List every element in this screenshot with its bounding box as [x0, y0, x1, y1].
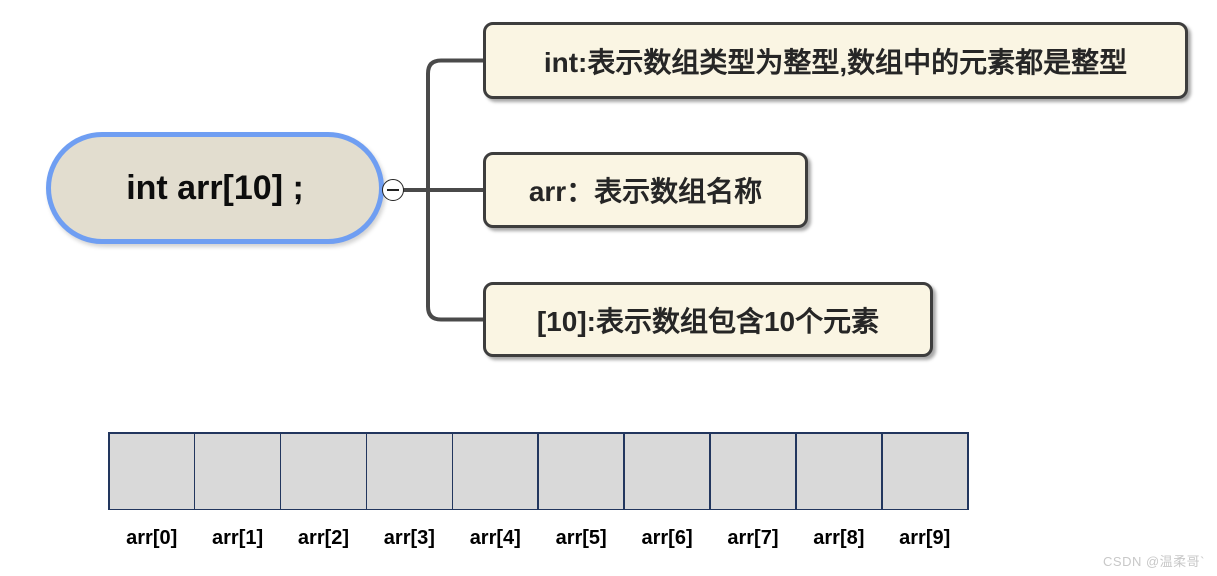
- branch-node-arr[interactable]: arr：表示数组名称: [483, 152, 808, 228]
- array-index-label: arr[5]: [555, 527, 607, 549]
- array-index-label: arr[1]: [212, 527, 264, 549]
- branch-node-label: [10]:表示数组包含10个元素: [536, 305, 880, 337]
- array-cell: [624, 433, 710, 509]
- array-index-label: arr[9]: [899, 527, 951, 549]
- collapse-toggle-button[interactable]: [382, 179, 404, 201]
- array-cell: [882, 433, 967, 509]
- branch-node-int[interactable]: int:表示数组类型为整型,数组中的元素都是整型: [483, 22, 1188, 99]
- array-index-label: arr[4]: [469, 527, 521, 549]
- array-cell: [109, 433, 194, 509]
- array-labels-row: arr[0] arr[1] arr[2] arr[3] arr[4] arr[5…: [108, 527, 969, 550]
- array-cell: [453, 433, 538, 509]
- minus-icon: [387, 189, 399, 191]
- root-node[interactable]: int arr[10] ;: [46, 132, 384, 244]
- array-index-label: arr[2]: [297, 527, 350, 549]
- array-index-label: arr[7]: [727, 527, 779, 549]
- branch-node-label: int:表示数组类型为整型,数组中的元素都是整型: [543, 46, 1128, 78]
- array-index-label: arr[8]: [813, 527, 865, 549]
- array-cell: [710, 433, 796, 509]
- array-index-label: arr[0]: [126, 527, 178, 549]
- array-cell: [195, 433, 280, 509]
- branch-node-size[interactable]: [10]:表示数组包含10个元素: [483, 282, 933, 357]
- array-index-label: arr[3]: [383, 527, 435, 549]
- array-index-label: arr[6]: [641, 527, 693, 549]
- array-cell: [538, 433, 624, 509]
- array-cell: [367, 433, 452, 509]
- array-cell: [281, 433, 366, 509]
- watermark-text: CSDN @温柔哥`: [1103, 554, 1205, 569]
- array-cell: [796, 433, 882, 509]
- array-cells-strip: [108, 432, 969, 510]
- branch-node-label: arr：表示数组名称: [528, 176, 763, 207]
- root-node-label: int arr[10] ;: [126, 168, 304, 207]
